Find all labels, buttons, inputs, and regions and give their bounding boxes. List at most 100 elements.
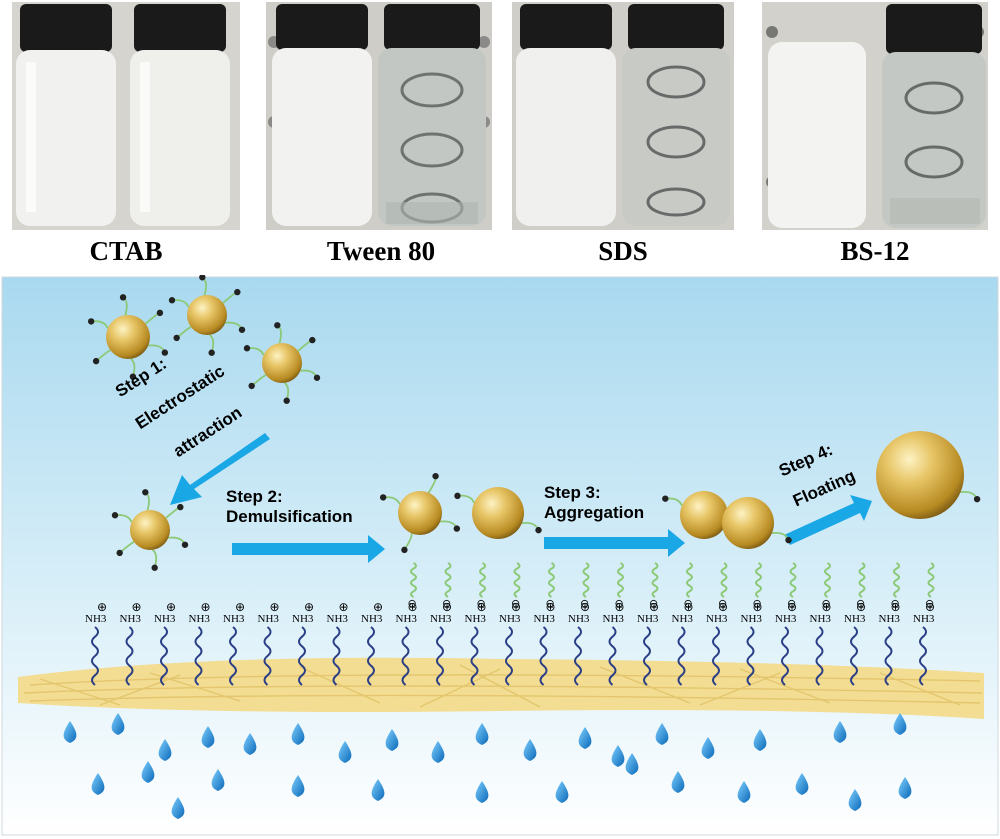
- water-drop-icon: [555, 781, 569, 803]
- step3-line2: Aggregation: [544, 503, 645, 523]
- negative-charge: ⊖: [615, 597, 624, 610]
- nh3-chain: NH3⊕: [844, 600, 866, 686]
- positive-charge: ⊕: [166, 600, 176, 614]
- nh3-chain: NH3⊕: [361, 600, 383, 686]
- negative-charge-icon: [119, 294, 127, 301]
- nh3-chain: NH3⊕: [534, 600, 556, 686]
- negative-charge-icon: [173, 334, 180, 342]
- positive-charge: ⊕: [97, 600, 107, 614]
- nh3-chain: NH3⊕: [465, 600, 487, 686]
- nh3-chain: NH3⊕: [396, 600, 418, 686]
- nh3-chain: NH3⊕: [85, 600, 107, 686]
- negative-charge-icon: [156, 309, 164, 317]
- nh3-chain: NH3⊕: [603, 600, 625, 686]
- anchored-ligand: ⊖: [511, 562, 521, 610]
- water-drop-icon: [898, 777, 912, 799]
- negative-charge-icon: [535, 526, 542, 534]
- arrow-step1: [170, 433, 270, 505]
- negative-charge: ⊖: [718, 597, 727, 610]
- vial-clear: [378, 48, 486, 226]
- negative-charge-icon: [432, 472, 439, 480]
- nh3-chain: NH3⊕: [499, 600, 521, 686]
- nh3-chain: NH3⊕: [741, 600, 763, 686]
- anchored-ligand: ⊖: [787, 562, 797, 610]
- water-drop-icon: [291, 723, 305, 745]
- photo-bs12: [762, 2, 988, 230]
- nh3-chain: NH3⊕: [706, 600, 728, 686]
- negative-charge-icon: [238, 326, 246, 333]
- nh3-label: NH3: [154, 613, 176, 625]
- nh3-chain: NH3⊕: [258, 600, 280, 686]
- negative-charge-icon: [785, 536, 792, 544]
- negative-charge-icon: [662, 495, 669, 502]
- floating-droplet: [876, 431, 981, 519]
- nh3-label: NH3: [534, 613, 556, 625]
- anchored-ligand: ⊖: [546, 562, 555, 610]
- water-drop-icon: [243, 733, 257, 755]
- anchored-chains-layer: ⊖⊖⊖⊖⊖⊖⊖⊖⊖⊖⊖⊖⊖⊖⊖⊖: [408, 562, 935, 610]
- nh3-label: NH3: [120, 613, 142, 625]
- anchored-ligand: ⊖: [822, 562, 831, 610]
- vial-cap: [134, 4, 226, 52]
- positive-charge: ⊕: [408, 600, 418, 614]
- negative-charge-icon: [161, 349, 169, 356]
- water-drop-icon: [158, 739, 172, 761]
- positive-charge: ⊕: [270, 600, 280, 614]
- anchored-ligand: ⊖: [477, 562, 486, 610]
- arrow-step4: [784, 495, 872, 545]
- positive-charge: ⊕: [753, 600, 763, 614]
- nh3-label: NH3: [258, 613, 280, 625]
- water-drop-icon: [141, 761, 155, 783]
- oil-droplet: [876, 431, 964, 519]
- negative-charge-icon: [274, 322, 281, 329]
- negative-charge-icon: [151, 564, 158, 571]
- nh3-label: NH3: [637, 613, 659, 625]
- negative-charge: ⊖: [442, 597, 451, 610]
- negative-charge-icon: [243, 345, 251, 352]
- anchored-ligand: ⊖: [649, 562, 659, 610]
- nh3-label: NH3: [913, 613, 935, 625]
- water-drop-icon: [701, 737, 715, 759]
- water-drop-icon: [201, 726, 215, 748]
- negative-charge-icon: [208, 349, 215, 356]
- oil-droplet: [398, 491, 442, 535]
- water-drop-icon: [63, 721, 77, 743]
- vial-photo-row: CTAB Tween 80 SDS: [0, 0, 1000, 275]
- negative-charge: ⊖: [477, 597, 486, 610]
- anchored-ligand: ⊖: [718, 562, 728, 610]
- anchored-ligand: ⊖: [615, 562, 624, 610]
- positive-charge: ⊕: [235, 600, 245, 614]
- water-drop-icon: [833, 721, 847, 743]
- water-drop-icon: [111, 713, 125, 735]
- nh3-label: NH3: [361, 613, 383, 625]
- nh3-chain: NH3⊕: [913, 600, 935, 686]
- anchored-ligand: ⊖: [408, 562, 417, 610]
- nh3-label: NH3: [189, 613, 211, 625]
- negative-charge-icon: [309, 336, 316, 344]
- nh3-label: NH3: [430, 613, 452, 625]
- positive-charge: ⊕: [132, 600, 142, 614]
- photo-label-tween80: Tween 80: [326, 236, 436, 266]
- water-drop-icon: [737, 781, 751, 803]
- schematic-background: [1, 276, 999, 836]
- anchored-ligand: ⊖: [856, 562, 866, 610]
- negative-charge-icon: [92, 357, 100, 365]
- negative-charge-icon: [142, 489, 149, 496]
- nh3-label: NH3: [223, 613, 245, 625]
- nh3-chain: NH3⊕: [430, 600, 452, 686]
- water-drop-icon: [385, 729, 399, 751]
- vial-clear: [622, 48, 730, 226]
- negative-charge-icon: [454, 492, 461, 500]
- negative-charge-icon: [283, 397, 290, 404]
- positive-charge: ⊕: [580, 600, 590, 614]
- nh3-label: NH3: [568, 613, 590, 625]
- nh3-label: NH3: [465, 613, 487, 625]
- water-drop-icon: [171, 797, 185, 819]
- water-drop-icon: [625, 753, 639, 775]
- emulsion-droplet: [243, 322, 321, 404]
- positive-charge: ⊕: [615, 600, 625, 614]
- nh3-chain: NH3⊕: [120, 600, 142, 686]
- photo-ctab: [12, 2, 240, 230]
- arrow-step2: [232, 535, 385, 563]
- step2-label: Step 2: Demulsification: [226, 487, 353, 527]
